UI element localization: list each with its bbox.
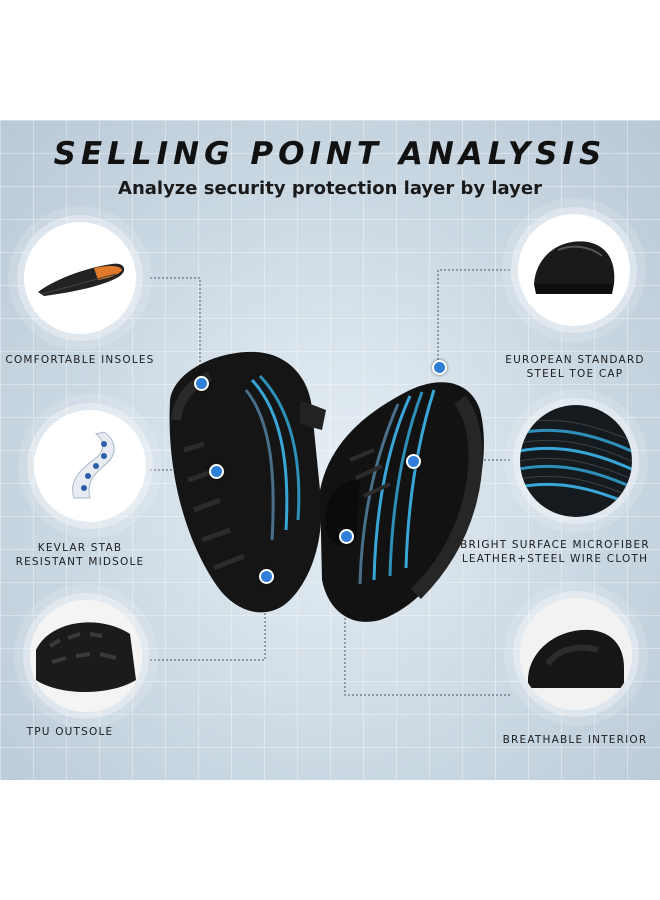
outsole-circle — [30, 600, 142, 712]
label-outsole-line1: TPU OUTSOLE — [26, 726, 114, 738]
label-microfiber-line1: BRIGHT SURFACE MICROFIBER — [460, 539, 650, 551]
insole-icon — [38, 263, 125, 296]
label-comfortable-insoles: COMFORTABLE INSOLES — [0, 353, 160, 367]
label-midsole-line2: RESISTANT MIDSOLE — [15, 556, 145, 568]
label-steel-toe-cap: EUROPEAN STANDARD STEEL TOE CAP — [495, 353, 655, 381]
fabric-icon — [520, 405, 632, 517]
page-title: SELLING POINT ANALYSIS — [53, 136, 607, 172]
label-microfiber-line2: LEATHER+STEEL WIRE CLOTH — [461, 553, 649, 565]
midsole-icon — [72, 431, 115, 499]
connector-interior — [344, 535, 510, 696]
selling-point-panel: SELLING POINT ANALYSIS Analyze security … — [0, 120, 660, 780]
hotspot-midsole — [209, 464, 224, 479]
fabric-circle — [520, 405, 632, 517]
label-midsole-line1: KEVLAR STAB — [37, 542, 123, 554]
label-breathable-interior: BREATHABLE INTERIOR — [495, 733, 655, 747]
hotspot-microfiber — [406, 454, 421, 469]
safety-shoes-illustration — [169, 351, 484, 622]
label-toecap-line2: STEEL TOE CAP — [526, 368, 624, 380]
connector-insoles — [150, 277, 201, 382]
label-microfiber: BRIGHT SURFACE MICROFIBER LEATHER+STEEL … — [452, 538, 658, 566]
right-shoe — [320, 382, 484, 622]
interior-icon — [520, 598, 632, 710]
hotspot-toecap — [432, 360, 447, 375]
insole-circle — [24, 222, 136, 334]
label-tpu-outsole: TPU OUTSOLE — [0, 725, 140, 739]
hotspot-insoles — [194, 376, 209, 391]
toe-cap-icon — [534, 241, 615, 294]
label-kevlar-midsole: KEVLAR STAB RESISTANT MIDSOLE — [0, 541, 160, 569]
hotspot-interior — [339, 529, 354, 544]
left-shoe — [169, 351, 326, 613]
outsole-icon — [30, 600, 142, 712]
hotspot-outsole — [259, 569, 274, 584]
midsole-circle — [34, 410, 146, 522]
toe-cap-circle — [518, 214, 630, 326]
label-insoles-line1: COMFORTABLE INSOLES — [5, 354, 155, 366]
connector-toecap — [437, 269, 510, 365]
label-interior-line1: BREATHABLE INTERIOR — [502, 734, 648, 746]
page-subtitle: Analyze security protection layer by lay… — [118, 178, 542, 199]
interior-circle — [520, 598, 632, 710]
label-toecap-line1: EUROPEAN STANDARD — [505, 354, 645, 366]
